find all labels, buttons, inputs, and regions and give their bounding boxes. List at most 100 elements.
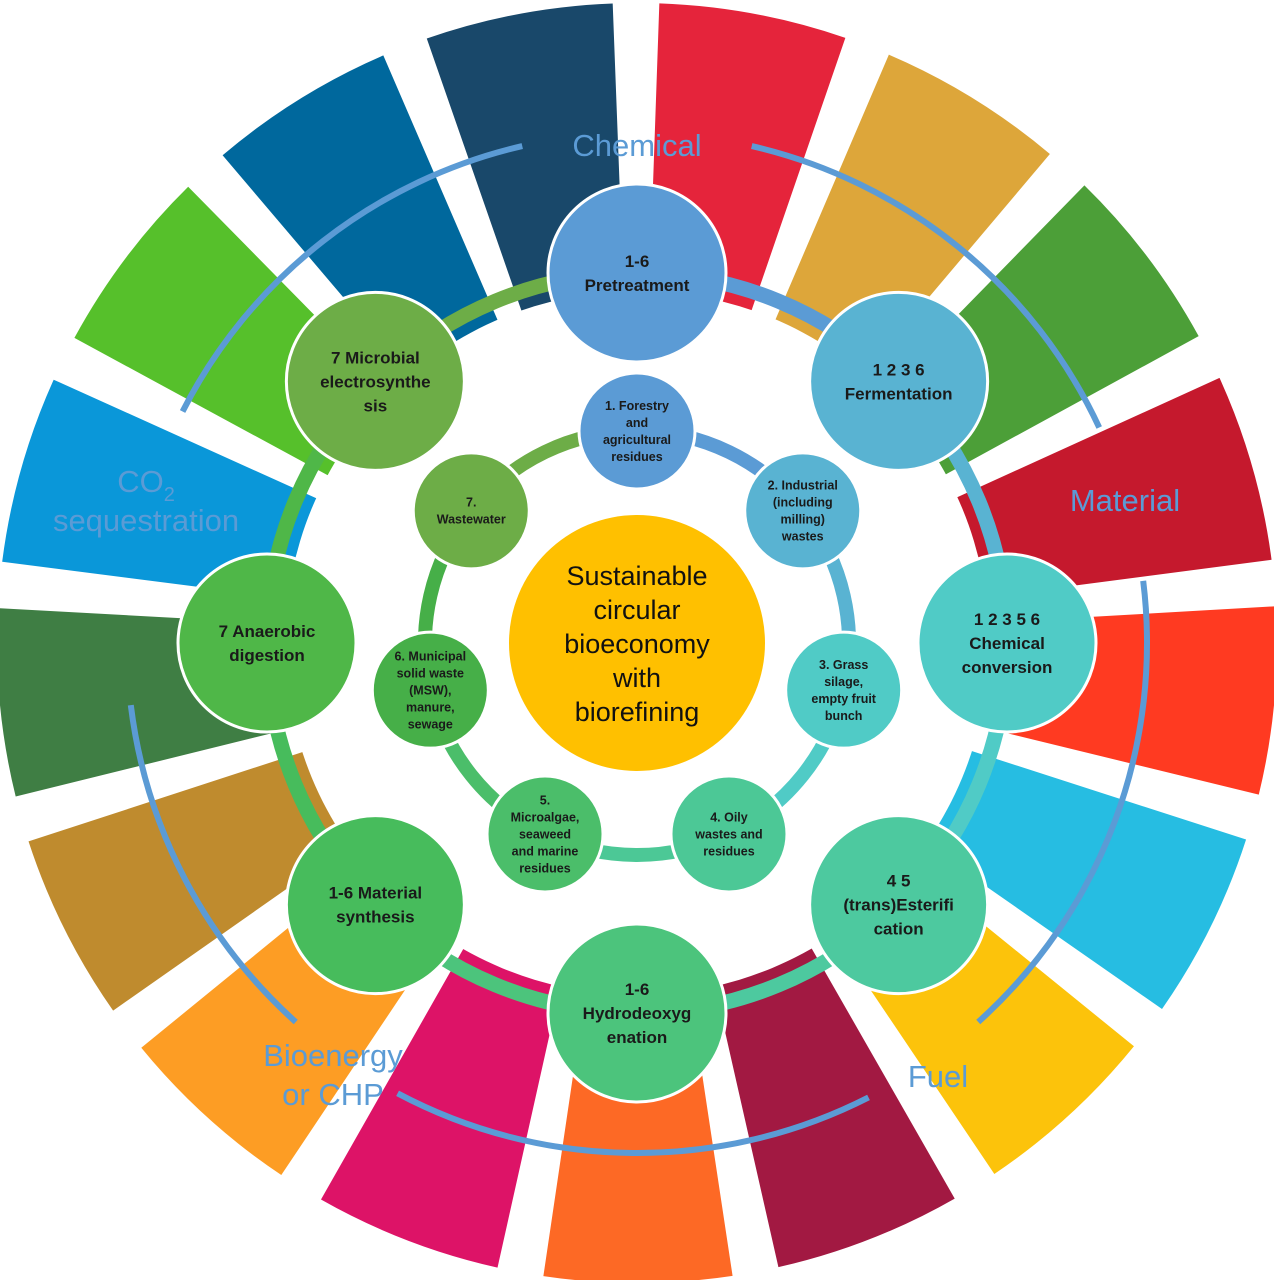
process-node-label: 1-6 (625, 980, 650, 999)
feedstock-node-label: residues (611, 450, 662, 464)
process-node-label: conversion (962, 658, 1053, 677)
product-arc (179, 143, 523, 413)
feedstock-node-label: wastes (781, 530, 824, 544)
sdg-segment-6 (924, 750, 1247, 1010)
feedstock-node-label: and marine (512, 844, 579, 858)
process-node-circle (808, 290, 990, 472)
process-node: 7 Anaerobic digestion (176, 552, 358, 734)
feedstock-node-label: agricultural (603, 433, 671, 447)
feedstock-node-circle (485, 774, 605, 894)
sdg-segment-14 (2, 379, 318, 599)
feedstock-node-label: sewage (408, 718, 453, 732)
feedstock-node-circle (784, 630, 904, 750)
center-title-line: circular (593, 595, 680, 625)
product-arc (396, 1090, 870, 1156)
co2-subscript: 2 (164, 484, 175, 506)
label-bioenergy: Bioenergy (263, 1038, 403, 1073)
feedstock-node-label: 7. (466, 496, 476, 510)
process-node: 1 2 3 6 Fermentation (808, 290, 990, 472)
process-node-label: 7 Anaerobic (219, 622, 316, 641)
process-node-circle (546, 182, 728, 364)
feedstock-node-label: wastes and (694, 827, 762, 841)
sdg-segment-8 (714, 946, 955, 1268)
product-arc (976, 580, 1150, 1025)
process-node-label: enation (607, 1028, 667, 1047)
sdg-segment-10 (320, 947, 561, 1268)
sdg-segment-4 (955, 377, 1272, 598)
feedstock-node-label: Wastewater (437, 513, 506, 527)
center-hub (509, 515, 765, 771)
feedstock-node-label: 1. Forestry (605, 399, 669, 413)
feedstock-node: 2. Industrial (including milling) wastes (743, 451, 863, 571)
feedstock-node-label: seaweed (519, 827, 571, 841)
feedstock-node-label: (MSW), (409, 684, 451, 698)
process-node-label: cation (874, 920, 924, 939)
process-node: 1-6 Material synthesis (284, 814, 466, 996)
feedstock-node-label: milling) (781, 513, 825, 527)
product-arcs (127, 143, 1150, 1156)
product-labels: Chemical Material Fuel Bioenergy or CHP … (53, 128, 1180, 1112)
process-node-label: Chemical (969, 634, 1045, 653)
process-node-circle (284, 290, 466, 472)
process-node-circle (916, 552, 1098, 734)
feedstock-circles: 1. Forestry and agricultural residues 2. Ind… (370, 371, 904, 894)
feedstock-node-label: 4. Oily (710, 810, 748, 824)
feedstock-node-circle (411, 451, 531, 571)
process-node: 7 Microbial electrosynthe sis (284, 290, 466, 472)
label-sequestration: sequestration (53, 503, 239, 538)
feedstock-node-circle (669, 774, 789, 894)
label-co2: CO2 (117, 464, 175, 506)
center-title-line: biorefining (575, 697, 700, 727)
center-title-line: bioeconomy (564, 629, 710, 659)
process-node-label: 1 2 3 6 (873, 360, 925, 379)
feedstock-node-circle (370, 630, 490, 750)
feedstock-node-label: manure, (406, 701, 455, 715)
process-node-circle (284, 814, 466, 996)
process-node: 1 2 3 5 6 Chemical conversion (916, 552, 1098, 734)
process-node-label: synthesis (336, 908, 414, 927)
feedstock-node-label: 2. Industrial (768, 479, 838, 493)
feedstock-node: 5. Microalgae, seaweed and marine residues (485, 774, 605, 894)
center-title-line: with (612, 663, 661, 693)
feedstock-node: 7. Wastewater (411, 451, 531, 571)
process-node-label: (trans)Esterifi (843, 896, 954, 915)
process-node-label: 4 5 (887, 872, 911, 891)
feedstock-node-label: residues (519, 861, 570, 875)
feedstock-node-label: 3. Grass (819, 658, 868, 672)
feedstock-node-label: 6. Municipal (395, 650, 467, 664)
feedstock-node-label: empty fruit (811, 692, 876, 706)
feedstock-node-label: Microalgae, (511, 810, 580, 824)
feedstock-node-label: silage, (824, 675, 863, 689)
feedstock-node-label: bunch (825, 709, 863, 723)
process-node-circle (808, 814, 990, 996)
feedstock-node-label: (including (773, 496, 833, 510)
process-node-label: electrosynthe (320, 372, 431, 391)
process-node-label: Hydrodeoxyg (583, 1004, 692, 1023)
label-fuel: Fuel (908, 1059, 968, 1094)
process-node-label: sis (364, 396, 388, 415)
process-node-circle (546, 922, 728, 1104)
process-node-label: 1 2 3 5 6 (974, 610, 1040, 629)
sdg-segment-12 (28, 751, 351, 1011)
process-node-circle (176, 552, 358, 734)
process-node-label: 1-6 Material (329, 884, 423, 903)
feedstock-node-circle (743, 451, 863, 571)
label-chemical: Chemical (572, 128, 701, 163)
feedstock-node: 1. Forestry and agricultural residues (577, 371, 697, 491)
feedstock-node-label: residues (703, 844, 754, 858)
feedstock-node-circle (577, 371, 697, 491)
feedstock-node: 3. Grass silage, empty fruit bunch (784, 630, 904, 750)
process-node-label: 1-6 (625, 252, 650, 271)
process-node-label: 7 Microbial (331, 348, 420, 367)
process-node: 4 5 (trans)Esterifi cation (808, 814, 990, 996)
co2-main: CO (117, 464, 164, 499)
feedstock-node-label: and (626, 416, 648, 430)
feedstock-node-label: 5. (540, 793, 550, 807)
process-node-label: digestion (229, 646, 305, 665)
process-node-label: Fermentation (845, 384, 953, 403)
